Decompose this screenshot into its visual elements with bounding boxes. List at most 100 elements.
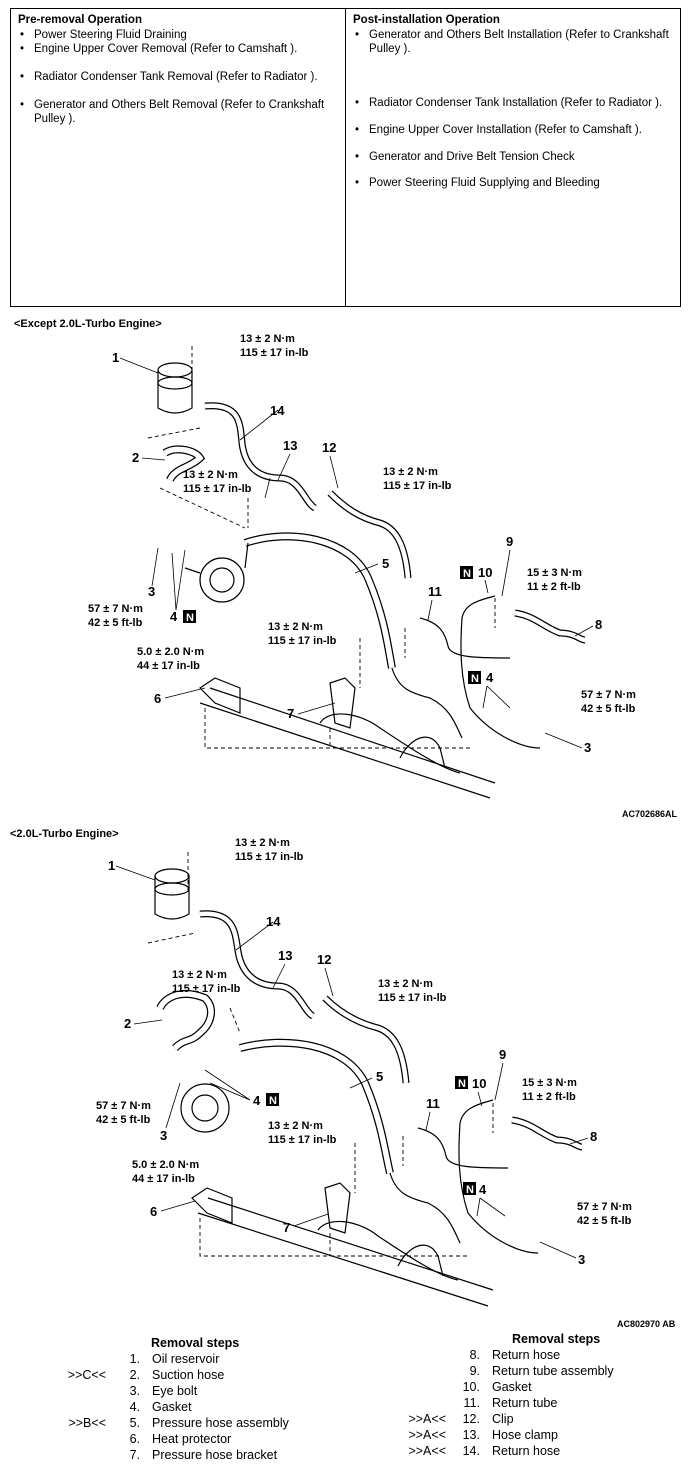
diagram-turbo: 1 2 3 4 5 6 7 8 9 10 11 12 13 14 4 3 N N… [96,838,676,1328]
torque-label: 15 ± 3 N·m [522,1077,577,1089]
removal-steps-heading: Removal steps [151,1336,240,1350]
removal-step-row: >>A<<14.Return hose [380,1443,614,1459]
callout-5: 5 [376,1069,383,1084]
callout-1: 1 [112,350,119,365]
svg-text:N: N [186,612,194,624]
svg-text:N: N [466,1184,474,1196]
callout-9: 9 [506,534,513,549]
step-label: Gasket [152,1400,192,1414]
torque-label: 115 ± 17 in-lb [172,983,241,995]
operations-table: Pre-removal Operation Power Steering Flu… [10,8,681,307]
callout-7: 7 [287,706,294,721]
step-number: 4. [129,1400,140,1414]
removal-steps-left: Removal steps 1. Oil reservoir >>C<< 2. Suct… [40,1335,289,1463]
n-mark-icon: N [463,1182,476,1196]
removal-step-row: >>A<<12.Clip [380,1411,614,1427]
pre-removal-title: Pre-removal Operation [18,14,142,26]
step-number: 2. [129,1368,140,1382]
torque-label: 44 ± 17 in-lb [137,660,200,672]
torque-label: 115 ± 17 in-lb [240,347,309,359]
pre-removal-item: Power Steering Fluid Draining [18,28,338,42]
step-reference [40,1447,112,1463]
torque-label: 13 ± 2 N·m [383,466,438,478]
step-reference: >>C<< [67,1368,106,1382]
callout-10: 10 [478,565,492,580]
step-reference [380,1395,452,1411]
removal-step-row: 9.Return tube assembly [380,1363,614,1379]
torque-label: 42 ± 5 ft-lb [581,703,636,715]
callout-13: 13 [283,438,297,453]
torque-label: 42 ± 5 ft-lb [96,1114,151,1126]
callout-6: 6 [150,1204,157,1219]
torque-label: 13 ± 2 N·m [240,333,295,345]
torque-label: 11 ± 2 ft-lb [522,1091,576,1103]
callout-14: 14 [266,914,281,929]
step-label: Return hose [492,1444,561,1458]
step-label: Eye bolt [152,1384,198,1398]
post-installation-item: Generator and Others Belt Installation (… [353,28,673,56]
callout-3: 3 [148,584,155,599]
removal-step-row: 11.Return tube [380,1395,614,1411]
torque-label: 5.0 ± 2.0 N·m [137,646,204,658]
svg-text:N: N [463,568,471,580]
torque-label: 115 ± 17 in-lb [383,480,452,492]
step-label: Pressure hose bracket [152,1448,278,1462]
step-number: 7. [129,1448,140,1462]
removal-steps-heading: Removal steps [512,1332,601,1346]
svg-text:N: N [471,673,479,685]
post-installation-item: Generator and Drive Belt Tension Check [353,150,673,164]
torque-label: 11 ± 2 ft-lb [527,581,581,593]
step-label: Suction hose [152,1368,225,1382]
callout-12: 12 [322,440,336,455]
step-number: 3. [129,1384,140,1398]
step-reference [40,1351,112,1367]
removal-step-row: 8.Return hose [380,1347,614,1363]
step-reference [40,1399,112,1415]
section-label-turbo: <2.0L-Turbo Engine> [10,828,119,840]
callout-3: 3 [578,1252,585,1267]
torque-label: 13 ± 2 N·m [235,838,290,849]
post-installation-title: Post-installation Operation [353,14,500,26]
callout-9: 9 [499,1047,506,1062]
svg-text:N: N [269,1095,277,1107]
removal-step-row: 10. Gasket [380,1379,614,1395]
callout-8: 8 [590,1129,597,1144]
callout-11: 11 [428,584,442,599]
pre-removal-column: Pre-removal Operation Power Steering Flu… [11,9,345,306]
pre-removal-item: Engine Upper Cover Removal (Refer to Cam… [18,42,338,56]
torque-label: 115 ± 17 in-lb [183,483,252,495]
callout-1: 1 [108,858,115,873]
n-mark-icon: N [183,610,196,624]
figure-code: AC802970 AB [617,1319,676,1328]
figure-code: AC702686AL [622,809,678,818]
removal-step-row: >>C<< 2. Suction hose [40,1367,289,1383]
step-number: 9. [469,1364,480,1378]
callout-12: 12 [317,952,331,967]
removal-step-row: 3. Eye bolt [40,1383,289,1399]
torque-label: 5.0 ± 2.0 N·m [132,1159,199,1171]
torque-label: 13 ± 2 N·m [268,1120,323,1132]
step-label: Gasket [492,1380,532,1394]
callout-8: 8 [595,617,602,632]
torque-label: 13 ± 2 N·m [378,978,433,990]
step-label: Oil reservoir [152,1352,220,1366]
step-number: 10. [462,1380,480,1394]
svg-text:N: N [458,1078,466,1090]
removal-step-row: 6.Heat protector [40,1431,289,1447]
step-number: 5. [129,1416,140,1430]
post-installation-item: Power Steering Fluid Supplying and Bleed… [353,176,673,190]
torque-label: 13 ± 2 N·m [268,621,323,633]
step-reference: >>A<< [408,1444,446,1458]
removal-step-row: >>A<<13.Hose clamp [380,1427,614,1443]
step-number: 12. [462,1412,480,1426]
torque-label: 13 ± 2 N·m [183,469,238,481]
callout-2: 2 [132,450,139,465]
torque-label: 42 ± 5 ft-lb [88,617,143,629]
torque-label: 57 ± 7 N·m [96,1100,151,1112]
callout-4: 4 [486,670,494,685]
step-number: 1. [129,1352,140,1366]
pre-removal-item: Generator and Others Belt Removal (Refer… [18,98,338,126]
n-mark-icon: N [455,1076,468,1090]
torque-label: 44 ± 17 in-lb [132,1173,195,1185]
callout-5: 5 [382,556,389,571]
